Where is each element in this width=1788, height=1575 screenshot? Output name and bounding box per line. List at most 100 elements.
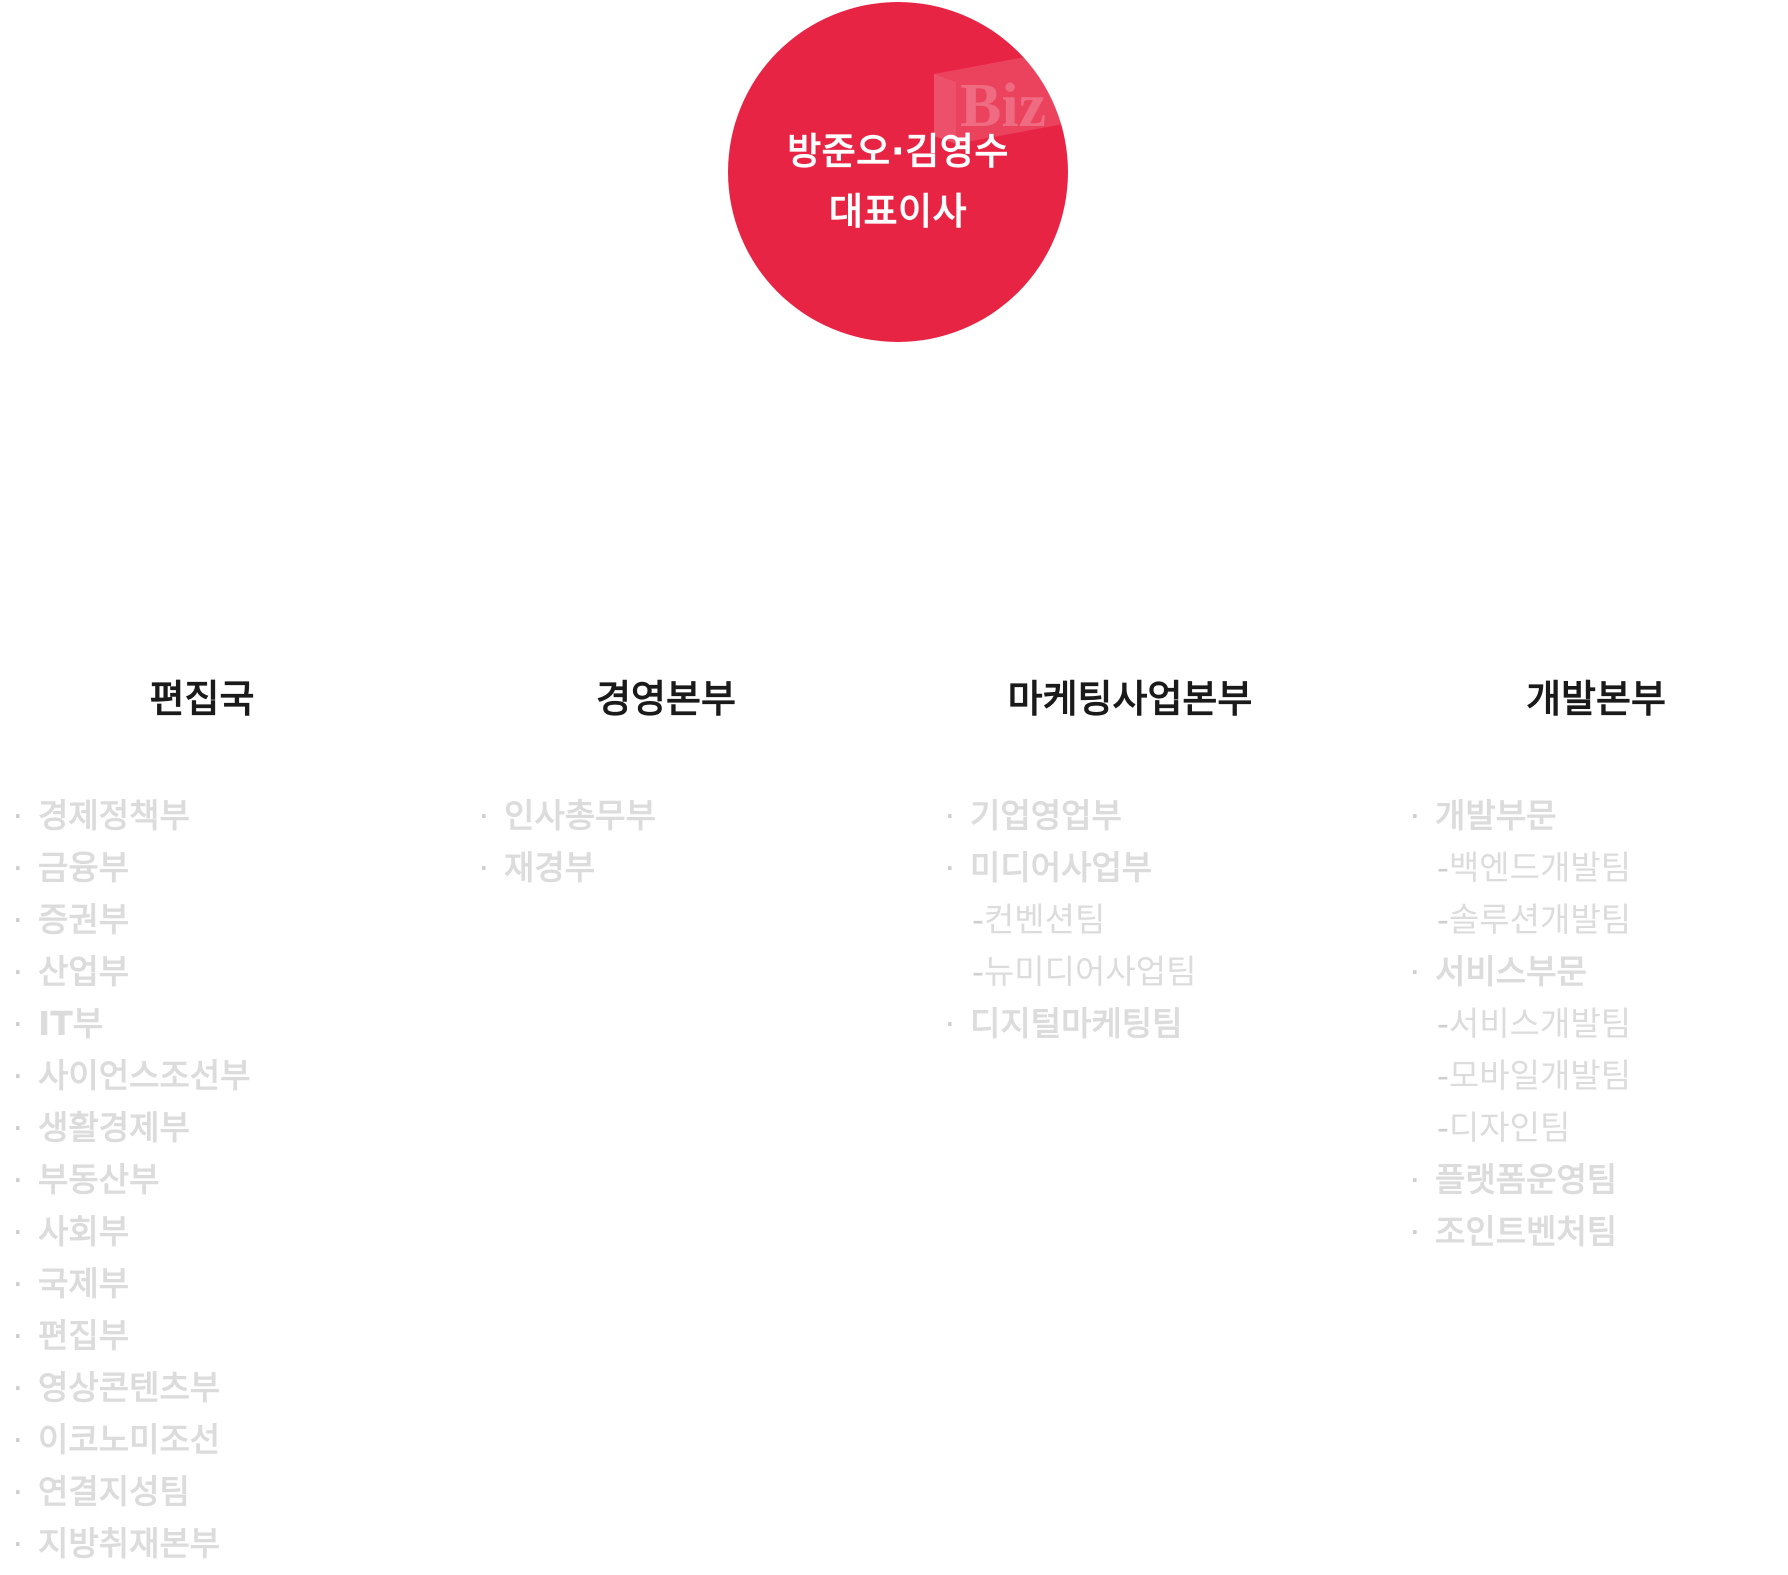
division-item: · IT부 — [14, 998, 251, 1050]
item-label: 서비스부문 — [1435, 952, 1587, 991]
bullet-icon: · — [1411, 804, 1419, 828]
item-label: 지방취재본부 — [38, 1524, 221, 1563]
bullet-icon: · — [1411, 1220, 1419, 1244]
bullet-icon: · — [1411, 960, 1419, 984]
bullet-icon: · — [14, 804, 22, 828]
bullet-icon: · — [946, 1012, 954, 1036]
division-item: · 국제부 — [14, 1258, 251, 1310]
item-label: 연결지성팀 — [38, 1472, 190, 1511]
item-label: 생활경제부 — [38, 1108, 190, 1147]
item-label: 이코노미조선 — [38, 1420, 221, 1459]
bullet-icon: · — [14, 1428, 22, 1452]
team-item: -모바일개발팀 — [1411, 1050, 1631, 1102]
division-item: · 서비스부문 — [1411, 946, 1631, 998]
team-item: -디자인팀 — [1411, 1102, 1631, 1154]
bullet-icon: · — [14, 1012, 22, 1036]
item-label: 산업부 — [38, 952, 130, 991]
division-item: ·편집부 — [14, 1310, 251, 1362]
dash-icon: - — [972, 900, 984, 939]
item-label: 증권부 — [38, 900, 130, 939]
bullet-icon: · — [946, 856, 954, 880]
bullet-icon: · — [14, 1116, 22, 1140]
dash-icon: - — [1437, 1004, 1449, 1043]
item-label: 재경부 — [504, 848, 596, 887]
ceo-title: 대표이사 — [828, 190, 968, 233]
division-item: · 재경부 — [480, 842, 656, 894]
division-item: · 증권부 — [14, 894, 251, 946]
item-label: 미디어사업부 — [970, 848, 1153, 887]
item-label: 디지털마케팅팀 — [970, 1004, 1183, 1043]
dept-list: · 경제정책부 · 금융부 · 증권부 · 산업부 · IT부 · 사이언스조선부 · 생활경제부 ·부동산… — [14, 790, 251, 1570]
division-item: · 개발부문 — [1411, 790, 1631, 842]
biz-logo-icon: Biz — [934, 52, 1068, 144]
dept-title: 경영본부 — [596, 677, 736, 721]
bullet-icon: · — [14, 1272, 22, 1296]
item-label: 경제정책부 — [38, 796, 190, 835]
division-item: · 경제정책부 — [14, 790, 251, 842]
division-item: · 미디어사업부 — [946, 842, 1196, 894]
ceo-node: Biz 방준오·김영수 대표이사 — [728, 2, 1068, 342]
item-label: 솔루션개발팀 — [1448, 900, 1632, 939]
bullet-icon: · — [480, 856, 488, 880]
division-item: · 디지털마케팅팀 — [946, 998, 1196, 1050]
item-label: 사회부 — [38, 1212, 130, 1251]
dash-icon: - — [1437, 848, 1449, 887]
svg-text:Biz: Biz — [960, 72, 1046, 140]
item-label: 사이언스조선부 — [38, 1056, 251, 1095]
dept-list: ·개발부문-백엔드개발팀-솔루션개발팀·서비스부문-서비스개발팀-모바일개발팀-… — [1411, 790, 1631, 1258]
item-label: 인사총무부 — [504, 796, 656, 835]
bullet-icon: · — [1411, 1168, 1419, 1192]
division-item: · 사이언스조선부 — [14, 1050, 251, 1102]
division-item: · 금융부 — [14, 842, 251, 894]
item-label: 국제부 — [38, 1264, 130, 1303]
bullet-icon: · — [14, 1532, 22, 1556]
division-item: ·영상콘텐츠부 — [14, 1362, 251, 1414]
bullet-icon: · — [14, 1480, 22, 1504]
dept-list: ·기업영업부·미디어사업부-컨벤션팀-뉴미디어사업팀·디지털마케팅팀 — [946, 790, 1196, 1050]
division-item: · 지방취재본부 — [14, 1518, 251, 1570]
item-label: 플랫폼운영팀 — [1435, 1160, 1618, 1199]
dash-icon: - — [1437, 900, 1449, 939]
dash-icon: - — [1437, 1056, 1449, 1095]
bullet-icon: · — [14, 856, 22, 880]
bullet-icon: · — [14, 1168, 22, 1192]
team-item: -서비스개발팀 — [1411, 998, 1631, 1050]
dept-title: 개발본부 — [1526, 677, 1666, 721]
item-label: 조인트벤처팀 — [1435, 1212, 1618, 1251]
item-label: 서비스개발팀 — [1448, 1004, 1632, 1043]
item-label: 기업영업부 — [970, 796, 1122, 835]
item-label: 개발부문 — [1435, 796, 1557, 835]
division-item: ·부동산부 — [14, 1154, 251, 1206]
division-item: · 생활경제부 — [14, 1102, 251, 1154]
ceo-label: 방준오·김영수 대표이사 — [728, 122, 1068, 242]
bullet-icon: · — [14, 1376, 22, 1400]
dept-title: 마케팅사업본부 — [1007, 677, 1253, 721]
team-item: -뉴미디어사업팀 — [946, 946, 1196, 998]
item-label: 컨벤션팀 — [983, 900, 1106, 939]
division-item: · 이코노미조선 — [14, 1414, 251, 1466]
bullet-icon: · — [14, 1064, 22, 1088]
dept-title: 편집국 — [149, 677, 255, 721]
dash-icon: - — [1437, 1108, 1449, 1147]
division-item: · 기업영업부 — [946, 790, 1196, 842]
division-item: · 사회부 — [14, 1206, 251, 1258]
item-label: 디자인팀 — [1448, 1108, 1571, 1147]
dash-icon: - — [972, 952, 984, 991]
ceo-names: 방준오·김영수 — [787, 130, 1009, 173]
division-item: · 플랫폼운영팀 — [1411, 1154, 1631, 1206]
team-item: -솔루션개발팀 — [1411, 894, 1631, 946]
team-item: -컨벤션팀 — [946, 894, 1196, 946]
item-label: 백엔드개발팀 — [1448, 848, 1632, 887]
team-item: -백엔드개발팀 — [1411, 842, 1631, 894]
division-item: · 연결지성팀 — [14, 1466, 251, 1518]
bullet-icon: · — [14, 1220, 22, 1244]
bullet-icon: · — [480, 804, 488, 828]
item-label: 금융부 — [38, 848, 130, 887]
bullet-icon: · — [946, 804, 954, 828]
bullet-icon: · — [14, 960, 22, 984]
bullet-icon: · — [14, 908, 22, 932]
dept-list: · 인사총무부 · 재경부 — [480, 790, 656, 894]
division-item: · 인사총무부 — [480, 790, 656, 842]
item-label: 모바일개발팀 — [1448, 1056, 1632, 1095]
item-label: IT부 — [38, 1004, 104, 1043]
